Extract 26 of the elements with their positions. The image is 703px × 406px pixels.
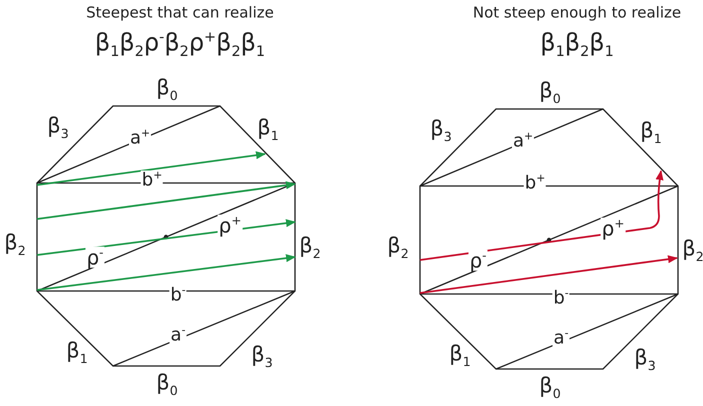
side-label: β$_{2}$ [4, 232, 26, 258]
side-label: β$_{1}$ [257, 118, 279, 142]
side-label: β$_{3}$ [251, 344, 273, 370]
chord-label: ρ$^{-}$ [468, 250, 488, 270]
side-label: β$_{1}$ [640, 120, 662, 146]
side-label: β$_{2}$ [299, 236, 321, 260]
chord-label: ρ$^{+}$ [600, 218, 626, 238]
side-label: β$_{3}$ [430, 118, 452, 144]
panel-heading: Not steep enough to realize [472, 6, 682, 20]
side-label: β$_{0}$ [539, 376, 561, 400]
chord-label: ρ$^{+}$ [218, 214, 242, 236]
formula: β$_{1}$β$_{2}$β$_{1}$ [540, 30, 614, 60]
side-label: β$_{1}$ [449, 344, 471, 368]
side-label: β$_{2}$ [387, 236, 409, 260]
side-label: β$_{1}$ [66, 340, 88, 366]
panel-heading: Steepest that can realize [86, 6, 274, 20]
formula: β$_{1}$β$_{2}$ρ$^{-}$β$_{2}$ρ$^{+}$β$_{2}$β$_{1}$ [94, 30, 266, 60]
side-label: β$_{3}$ [47, 116, 69, 140]
side-label: β$_{0}$ [156, 78, 178, 102]
chord-label: ρ$^{-}$ [85, 246, 105, 268]
chord-label: a$^{+}$ [128, 128, 152, 148]
chord-label: a$^{+}$ [512, 132, 534, 150]
side-label: β$_{2}$ [682, 238, 703, 264]
side-label: β$_{0}$ [156, 372, 178, 398]
side-label: β$_{0}$ [539, 80, 561, 106]
side-label: β$_{3}$ [634, 348, 656, 372]
